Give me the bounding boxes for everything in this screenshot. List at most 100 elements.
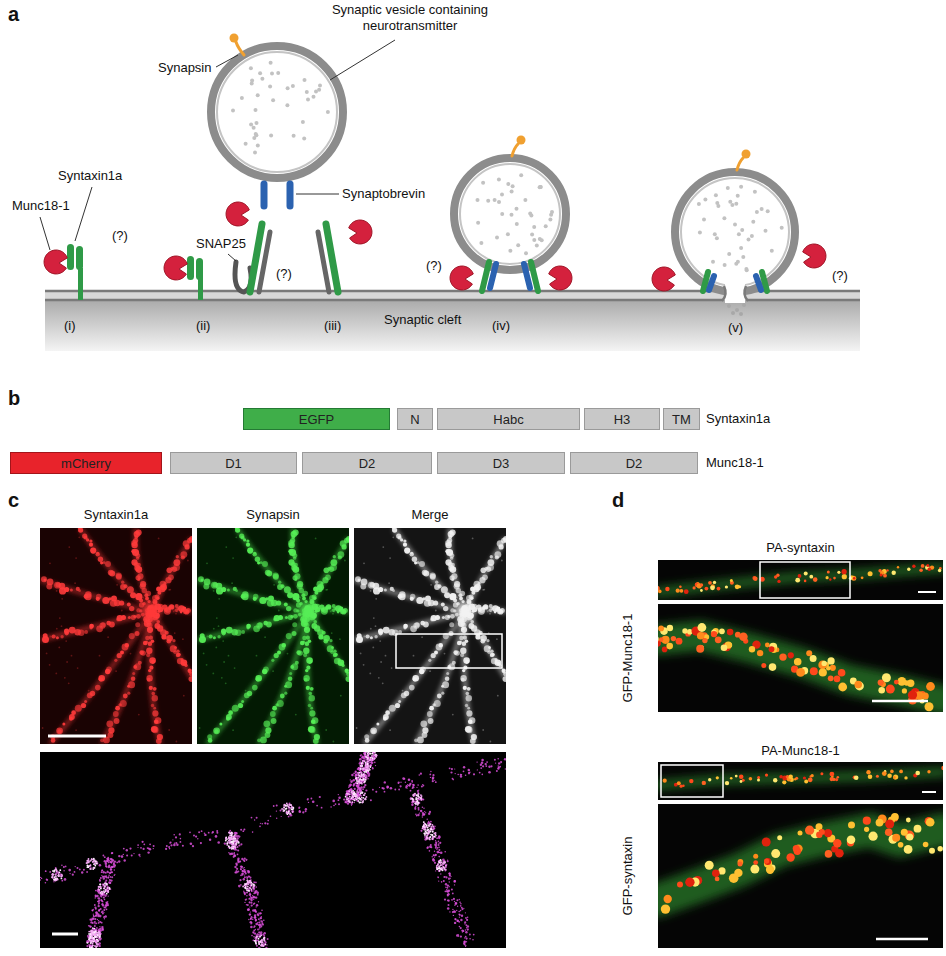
background-speck xyxy=(364,636,366,638)
background-speck xyxy=(452,714,454,716)
puncta xyxy=(460,675,466,681)
puncta xyxy=(346,672,349,677)
localization-cluster xyxy=(247,890,249,892)
localization xyxy=(147,847,149,849)
soma-glow xyxy=(299,602,319,622)
background-speck xyxy=(49,562,51,564)
puncta xyxy=(96,597,100,601)
puncta xyxy=(54,582,61,589)
localization xyxy=(256,945,258,947)
puncta xyxy=(98,557,103,562)
localization xyxy=(244,887,246,889)
background-speck xyxy=(49,664,51,666)
localization xyxy=(254,910,256,912)
localization xyxy=(338,794,339,795)
localization-cluster xyxy=(89,868,91,870)
background-speck xyxy=(413,655,415,657)
transmitter-dot xyxy=(510,213,514,217)
localization xyxy=(170,844,172,846)
transmitter-dot xyxy=(713,232,717,236)
localization xyxy=(253,899,254,900)
localization xyxy=(133,853,134,854)
image-ground xyxy=(658,604,943,712)
neurite-glow xyxy=(259,612,309,744)
background-speck xyxy=(66,661,68,663)
transmitter-dot xyxy=(254,108,258,112)
localization xyxy=(253,887,255,889)
localization xyxy=(242,870,244,872)
puncta xyxy=(333,555,336,558)
localization xyxy=(267,823,269,825)
background-speck xyxy=(497,695,499,697)
localization xyxy=(498,762,500,764)
background-speck xyxy=(363,562,365,564)
puncta xyxy=(241,536,245,540)
transmitter-dot xyxy=(532,238,536,242)
localization xyxy=(244,893,246,895)
localization-cluster xyxy=(258,943,260,945)
puncta xyxy=(322,607,328,613)
background-speck xyxy=(501,560,503,562)
puncta xyxy=(289,549,296,556)
puncta xyxy=(292,631,297,636)
puncta xyxy=(495,551,502,558)
localization xyxy=(432,774,434,776)
puncta xyxy=(160,581,167,588)
puncta xyxy=(346,676,350,682)
transmitter-dot xyxy=(747,238,751,242)
puncta xyxy=(226,627,233,634)
localization xyxy=(394,789,396,791)
background-speck xyxy=(221,677,223,679)
localization-cluster xyxy=(248,882,250,884)
puncta xyxy=(171,606,174,609)
puncta xyxy=(268,596,274,602)
localization xyxy=(255,882,257,884)
transmitter-dot xyxy=(240,96,244,100)
localization-cluster xyxy=(87,865,89,867)
localization xyxy=(506,764,507,766)
puncta xyxy=(486,639,489,642)
localization xyxy=(258,901,259,902)
puncta xyxy=(417,737,424,744)
localization-cluster xyxy=(247,881,249,883)
localization xyxy=(228,846,231,849)
localization xyxy=(335,803,337,805)
puncta xyxy=(262,669,267,674)
transmitter-dot xyxy=(476,221,480,225)
localization xyxy=(111,852,113,854)
microscopy-backgrounds xyxy=(40,528,943,948)
localization xyxy=(257,929,259,931)
puncta xyxy=(331,646,334,649)
localization xyxy=(259,826,261,828)
puncta xyxy=(470,738,476,744)
localization xyxy=(252,909,255,912)
transmitter-dot xyxy=(523,198,527,202)
microscopy-signal xyxy=(39,526,946,953)
localization-cluster xyxy=(55,878,57,880)
localization xyxy=(486,761,488,763)
background-speck xyxy=(402,690,404,692)
localization xyxy=(260,931,262,933)
localization xyxy=(260,917,262,919)
puncta xyxy=(98,675,105,682)
localization xyxy=(149,843,151,845)
puncta xyxy=(238,703,243,708)
puncta xyxy=(293,614,298,619)
puncta xyxy=(75,705,82,712)
localization xyxy=(257,933,259,935)
puncta xyxy=(285,681,292,688)
localization xyxy=(254,914,256,916)
localization xyxy=(276,818,277,819)
puncta xyxy=(489,609,492,612)
localization xyxy=(153,845,155,847)
localization xyxy=(53,881,54,882)
localization xyxy=(488,766,490,768)
puncta xyxy=(151,726,158,733)
puncta xyxy=(288,549,293,554)
localization xyxy=(257,894,259,896)
localization xyxy=(257,924,258,925)
puncta xyxy=(322,631,326,635)
localization-cluster xyxy=(58,875,60,877)
background-speck xyxy=(392,536,394,538)
puncta xyxy=(84,594,89,599)
